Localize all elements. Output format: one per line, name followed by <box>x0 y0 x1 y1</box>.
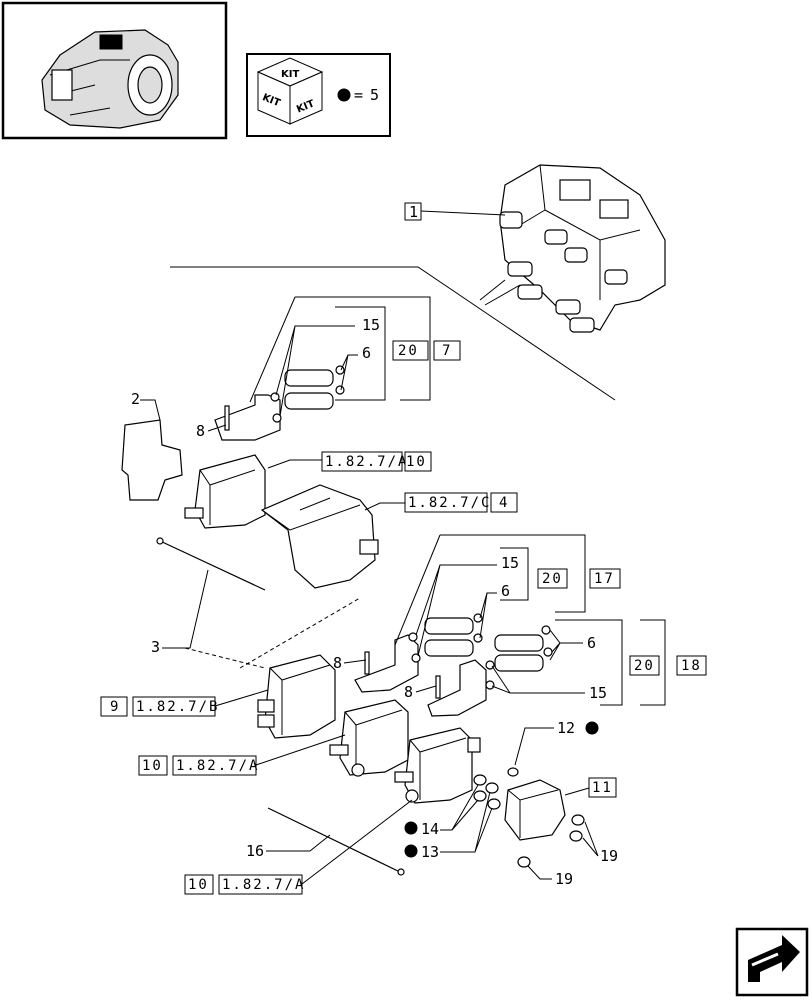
ref-text-10c: 10 <box>188 877 209 893</box>
callout-19a: 19 <box>600 847 618 865</box>
valve-housing <box>260 484 379 589</box>
ref-box-20a <box>392 340 429 361</box>
ref-text-11: 11 <box>592 780 613 796</box>
ref-box-7 <box>433 340 461 361</box>
ref-box-11 <box>588 777 617 798</box>
callout-15a: 15 <box>362 316 380 334</box>
kit-cube-icon: KIT KIT KIT <box>256 57 324 125</box>
ref-box-17 <box>589 568 621 589</box>
callout-8b: 8 <box>333 654 342 672</box>
callout-15b: 15 <box>501 554 519 572</box>
ref-text-10a: 10 <box>406 454 427 470</box>
ref-box-10c <box>184 874 214 895</box>
callout-2: 2 <box>131 390 140 408</box>
ref-box-20c <box>629 655 660 676</box>
callout-6b: 6 <box>501 582 510 600</box>
transmission-housing-icon <box>41 29 179 129</box>
ref-text-1827c: 1.82.7/C <box>408 495 491 511</box>
end-cover <box>504 779 585 868</box>
ref-text-20c: 20 <box>634 658 655 674</box>
ref-text-18: 18 <box>681 658 702 674</box>
ref-text-9: 9 <box>110 699 120 715</box>
section-valve-2 <box>329 699 409 777</box>
seal-rings <box>473 774 501 810</box>
section-valve-1 <box>184 454 266 529</box>
callout-8a: 8 <box>196 422 205 440</box>
ref-box-18 <box>676 655 707 676</box>
ref-text-7: 7 <box>442 343 452 359</box>
kit-equals: = <box>354 86 363 104</box>
upper-spool-kit <box>214 296 431 441</box>
ref-text-10b: 10 <box>142 758 163 774</box>
ref-text-20a: 20 <box>398 343 419 359</box>
next-page-icon[interactable] <box>735 927 809 997</box>
callout-6c: 6 <box>587 634 596 652</box>
middle-spool-kit <box>354 534 586 693</box>
ref-box-10b <box>138 755 168 776</box>
location-thumbnail <box>1 1 228 140</box>
callout-13: 13 <box>421 843 439 861</box>
ref-text-1827b: 1.82.7/B <box>136 699 219 715</box>
callout-16: 16 <box>246 842 264 860</box>
ref-box-10a <box>404 451 432 472</box>
callout-19b: 19 <box>555 870 573 888</box>
kit-top-text: KIT <box>281 69 299 80</box>
section-valve-3 <box>394 727 481 804</box>
ref-box-20b <box>537 568 568 589</box>
ref-box-1827c <box>404 492 488 513</box>
ref-box-1827b <box>132 696 216 717</box>
callout-1: 1 <box>409 203 418 221</box>
callout-12: 12 <box>557 719 575 737</box>
kit-count: 5 <box>370 86 379 104</box>
ref-text-17: 17 <box>594 571 615 587</box>
kit-bullet-14 <box>404 821 418 835</box>
cover-plate <box>121 419 183 501</box>
callout-15c: 15 <box>589 684 607 702</box>
ref-box-1827a-3 <box>218 874 303 895</box>
ref-text-20b: 20 <box>542 571 563 587</box>
ref-text-1827a-3: 1.82.7/A <box>222 877 305 893</box>
inlet-section <box>257 654 336 739</box>
ref-text-1827a-2: 1.82.7/A <box>176 758 259 774</box>
ref-text-4: 4 <box>499 495 509 511</box>
lower-spool-kit <box>427 619 666 717</box>
kit-bullet-13 <box>404 844 418 858</box>
kit-bullet-icon <box>337 88 351 102</box>
ref-box-9 <box>100 696 128 717</box>
callout-14: 14 <box>421 820 439 838</box>
ref-box-4 <box>490 492 518 513</box>
ref-box-1827a-1 <box>321 451 403 472</box>
kit-bullet-12 <box>585 721 599 735</box>
ref-text-1827a-1: 1.82.7/A <box>325 454 408 470</box>
ref-box-1827a-2 <box>172 755 257 776</box>
kit-legend: KIT KIT KIT = 5 <box>246 53 391 137</box>
callout-8c: 8 <box>404 683 413 701</box>
control-valve-assembly <box>499 164 666 333</box>
callout-6a: 6 <box>362 344 371 362</box>
callout-3: 3 <box>151 638 160 656</box>
